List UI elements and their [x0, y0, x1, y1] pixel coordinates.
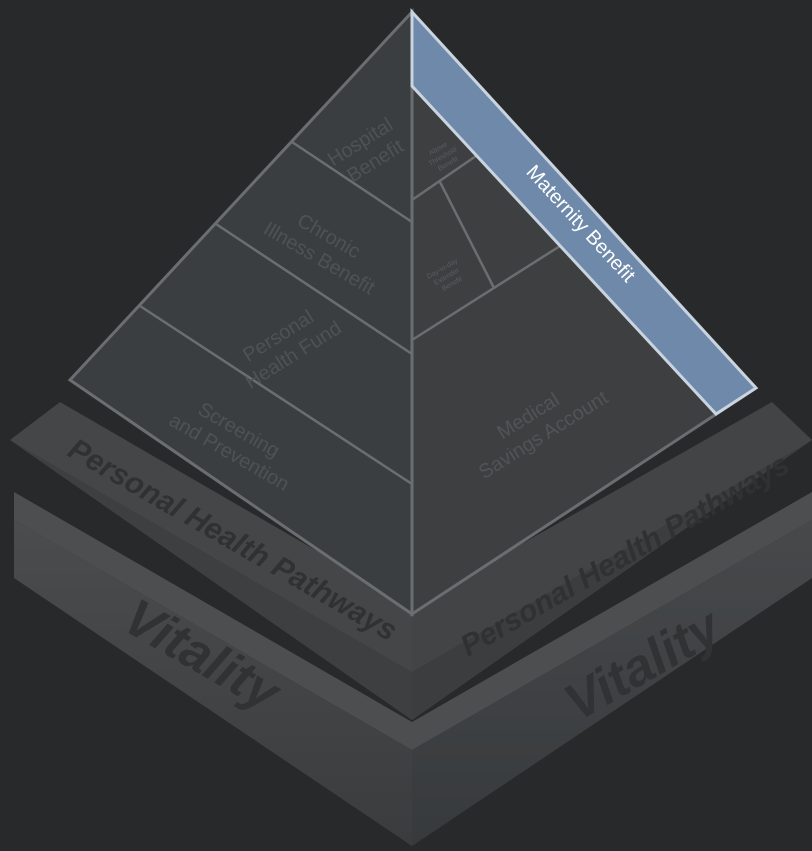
divider-above-threshold: [411, 154, 477, 202]
vitality-layer: Vitality Vitality: [14, 492, 812, 846]
vitality-top-left: [14, 492, 412, 750]
divider-day-to-day-right: [438, 181, 496, 289]
divider-msa-top: [411, 244, 561, 342]
divider-chronic-phf: [215, 222, 413, 356]
divider-phf-screening: [139, 304, 413, 486]
maternity-benefit-highlight[interactable]: [410, 8, 759, 416]
pathways-edge-left: [10, 440, 412, 720]
vitality-face-left: [14, 520, 412, 846]
pathways-edge-right: [412, 440, 812, 720]
vitality-top-right: [412, 492, 812, 750]
divider-hospital-chronic: [291, 140, 413, 224]
vitality-face-right: [412, 520, 812, 846]
